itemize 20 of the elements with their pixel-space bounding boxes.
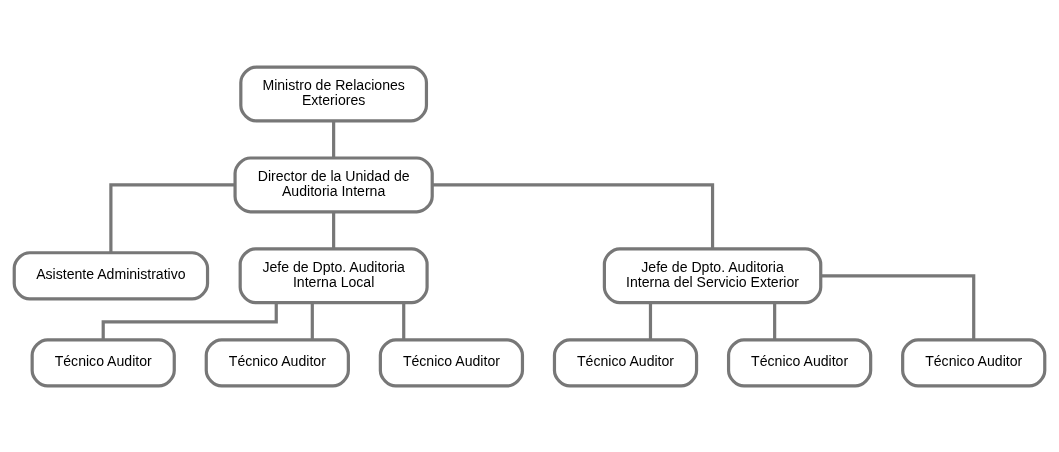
connector [432,182,715,248]
node-box: Técnico Auditor [378,337,525,387]
node-box: Técnico Auditor [30,337,176,387]
connector [310,302,314,340]
node-box: Jefe de Dpto. Auditoria Interna Local [238,246,429,304]
node-box: Técnico Auditor [552,337,699,387]
node-box: Técnico Auditor [726,337,873,387]
node-box: Técnico Auditor [204,337,350,387]
connector [332,120,336,158]
node-box: Director de la Unidad de Auditoria Interna [233,155,434,213]
connector [773,302,777,340]
node-box: Jefe de Dpto. Auditoria Interna del Servicio Exterior [602,246,823,304]
connector [648,302,653,340]
connector [109,182,235,252]
node-box: Asistente Administrativo [12,250,210,300]
connector [821,273,976,339]
node-box: Técnico Auditor [901,337,1047,387]
connector [402,302,406,340]
node-box: Ministro de Relaciones Exteriores [239,65,429,122]
connector [332,211,336,249]
